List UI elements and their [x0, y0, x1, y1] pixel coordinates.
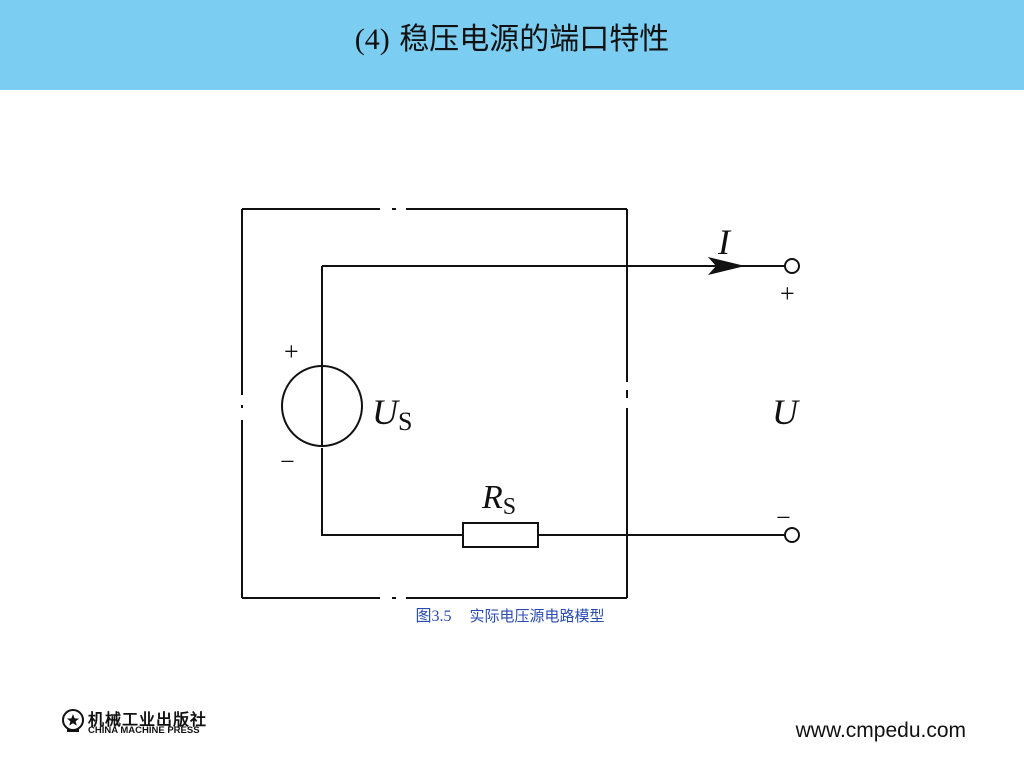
star-badge-icon	[62, 709, 84, 732]
source-plus-sign: +	[284, 337, 299, 366]
source-voltage-sub: S	[398, 407, 412, 436]
current-arrow-icon	[708, 257, 745, 275]
port-voltage-label: U	[772, 392, 800, 432]
figure-title: 实际电压源电路模型	[469, 607, 605, 625]
resistor-label: RS	[481, 479, 516, 520]
terminal-plus-node	[784, 258, 800, 274]
terminal-minus-sign: −	[776, 503, 791, 532]
wire-left-bottom	[321, 448, 463, 536]
publisher-name-en: CHINA MACHINE PRESS	[88, 725, 200, 736]
source-voltage-label: US	[372, 392, 412, 436]
source-voltage-main: U	[372, 392, 400, 432]
publisher-name-cn: 机械工业出版社	[88, 710, 208, 729]
title-bar: (4) 稳压电源的端口特性	[0, 0, 1024, 90]
slide-title: (4) 稳压电源的端口特性	[0, 14, 1024, 58]
website-url: www.cmpedu.com	[795, 719, 966, 742]
source-minus-sign: −	[280, 447, 295, 476]
publisher-logo: 机械工业出版社 CHINA MACHINE PRESS	[60, 706, 260, 738]
figure-number: 图3.5	[415, 608, 452, 625]
terminal-plus-sign: +	[780, 279, 795, 308]
wire-top	[321, 265, 786, 366]
terminal-minus-node	[784, 527, 800, 543]
resistor-label-main: R	[481, 479, 503, 516]
resistor-label-sub: S	[503, 494, 516, 520]
title-text: 稳压电源的端口特性	[399, 22, 670, 57]
title-number: (4)	[354, 23, 390, 56]
resistor-symbol	[462, 522, 539, 548]
current-label: I	[717, 222, 732, 262]
figure-caption: 图3.5 实际电压源电路模型	[380, 602, 640, 626]
